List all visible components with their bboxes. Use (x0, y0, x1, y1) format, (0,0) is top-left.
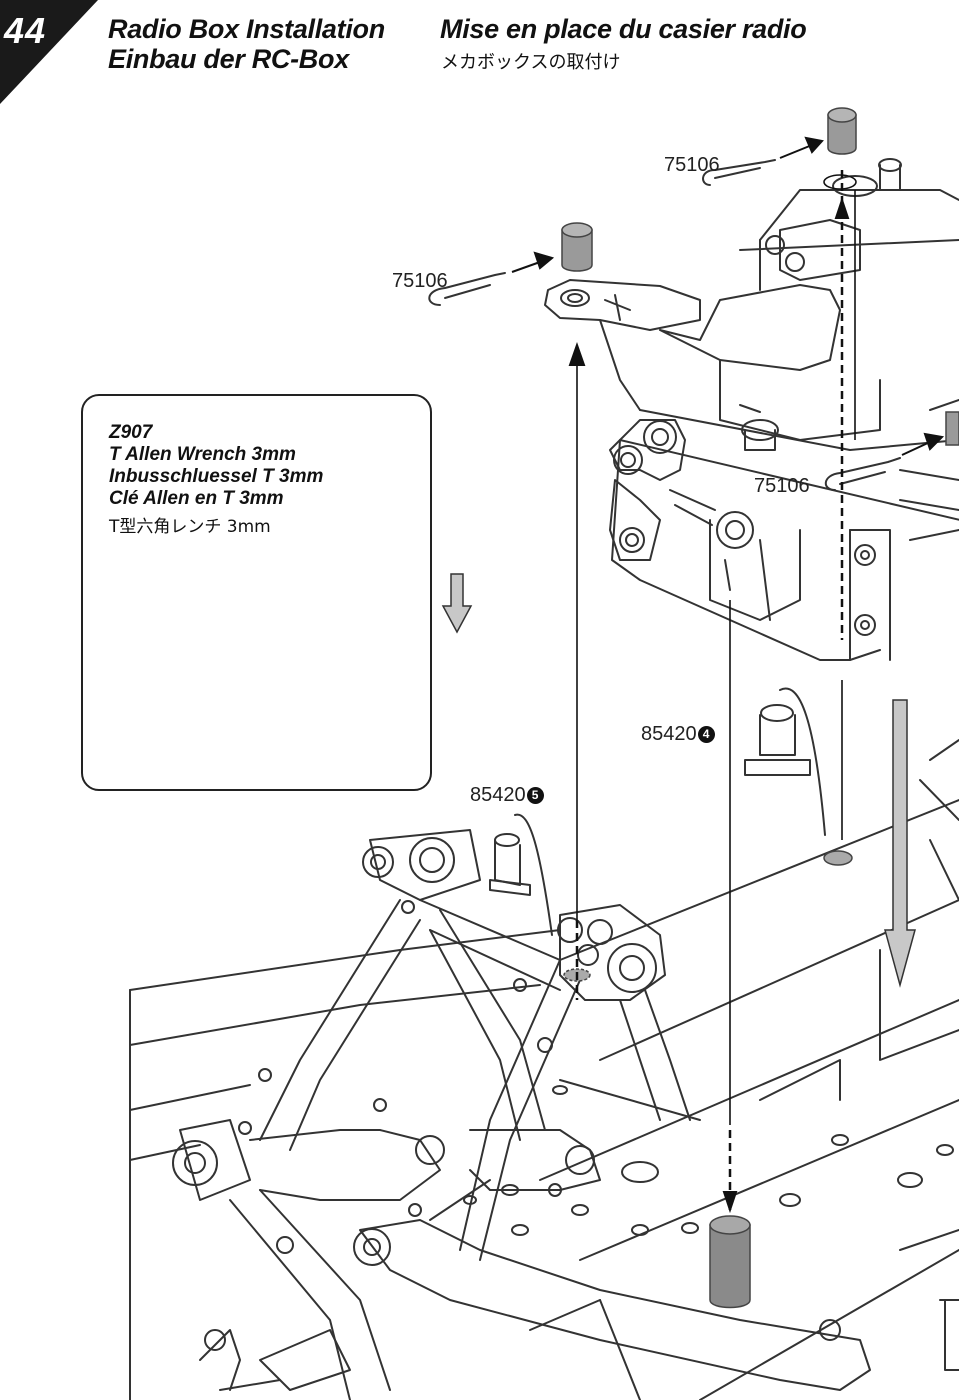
radio-box (544, 158, 959, 661)
part-code: 85420 (470, 784, 526, 806)
guide-lines (575, 170, 844, 1210)
solid-guides (576, 174, 857, 1125)
clip-top (702, 159, 776, 186)
suspension-arms (172, 739, 959, 1400)
tool-code: Z907 (109, 422, 153, 443)
mount-post-left (489, 813, 553, 936)
part-label-clip-left: 75106 (392, 270, 448, 292)
clip-right (824, 457, 901, 491)
mount-post-right (744, 687, 826, 836)
title-en: Radio Box Installation (108, 14, 385, 44)
tool-name-jp: T型六角レンチ 3mm (109, 517, 271, 537)
title-jp: メカボックスの取付け (441, 52, 621, 73)
part-number-badge: 4 (697, 726, 715, 743)
step-badge-shape (0, 0, 98, 104)
title-de: Einbau der RC-Box (108, 44, 349, 74)
part-number-badge: 5 (526, 787, 544, 804)
part-code: 85420 (641, 723, 697, 745)
servo-linkage (609, 419, 754, 591)
shock-tower (259, 829, 701, 1261)
part-label-clip-top: 75106 (664, 154, 720, 176)
tool-callout-box: Z907 T Allen Wrench 3mm Inbusschluessel … (81, 394, 432, 791)
part-label-clip-right: 75106 (754, 475, 810, 497)
tool-name-en: T Allen Wrench 3mm (109, 444, 296, 465)
step-number: 44 (4, 10, 47, 51)
big-down-arrow (884, 699, 916, 988)
arrows (511, 136, 945, 1214)
tool-name-de: Inbusschluessel T 3mm (109, 466, 324, 487)
tool-arrow (441, 573, 473, 634)
tool-name-fr: Clé Allen en T 3mm (109, 488, 284, 509)
grey-caps (561, 107, 959, 1309)
title-fr: Mise en place du casier radio (440, 14, 807, 44)
clip-left (428, 272, 506, 306)
